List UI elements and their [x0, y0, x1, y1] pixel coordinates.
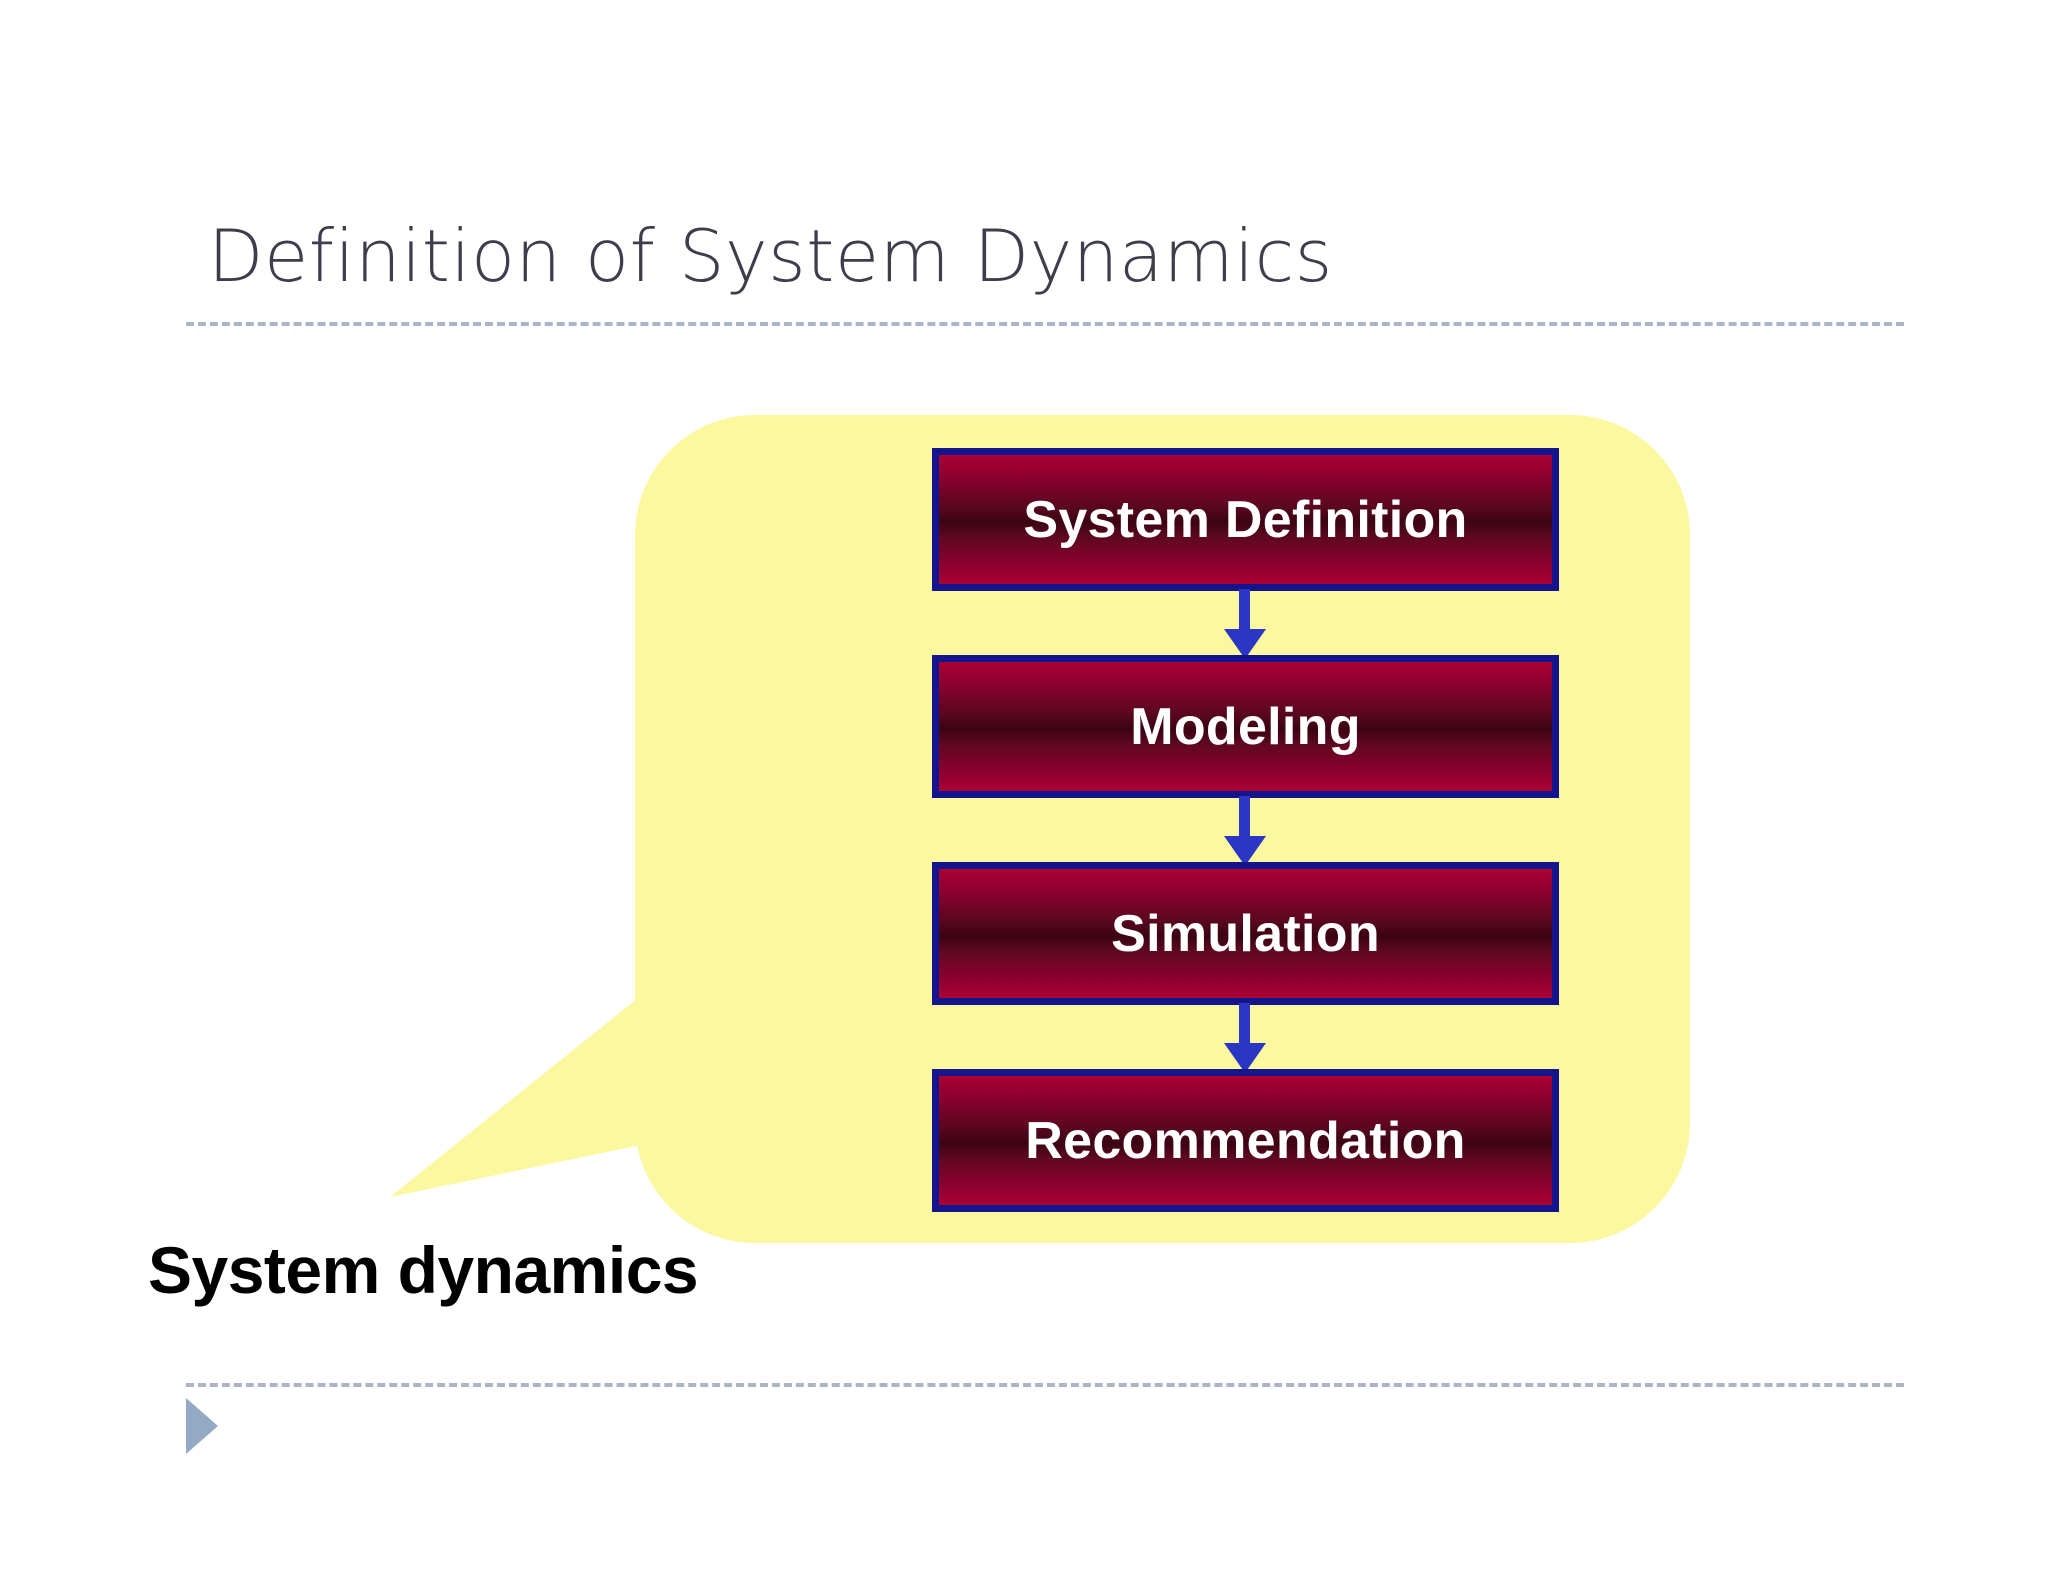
flow-arrow-down-icon — [1222, 1003, 1268, 1073]
callout-tail — [390, 860, 810, 1197]
title-divider-rule — [186, 322, 1904, 326]
flow-arrow-down-icon — [1222, 796, 1268, 866]
flow-step-modeling[interactable]: Modeling — [932, 655, 1559, 798]
flow-arrow-down-icon — [1222, 589, 1268, 659]
bullet-triangle-icon — [186, 1398, 218, 1454]
process-flow-diagram: System Definition Modeling Simulation — [932, 448, 1559, 1214]
flow-step-label: Simulation — [1111, 904, 1380, 963]
callout-caption: System dynamics — [148, 1233, 699, 1307]
footer-divider-rule — [186, 1383, 1904, 1387]
flow-step-label: Modeling — [1130, 697, 1361, 756]
page-title: Definition of System Dynamics — [208, 214, 1333, 298]
flow-step-label: System Definition — [1023, 490, 1468, 549]
flow-step-system-definition[interactable]: System Definition — [932, 448, 1559, 591]
flow-step-simulation[interactable]: Simulation — [932, 862, 1559, 1005]
flow-step-recommendation[interactable]: Recommendation — [932, 1069, 1559, 1212]
flow-step-label: Recommendation — [1025, 1111, 1466, 1170]
